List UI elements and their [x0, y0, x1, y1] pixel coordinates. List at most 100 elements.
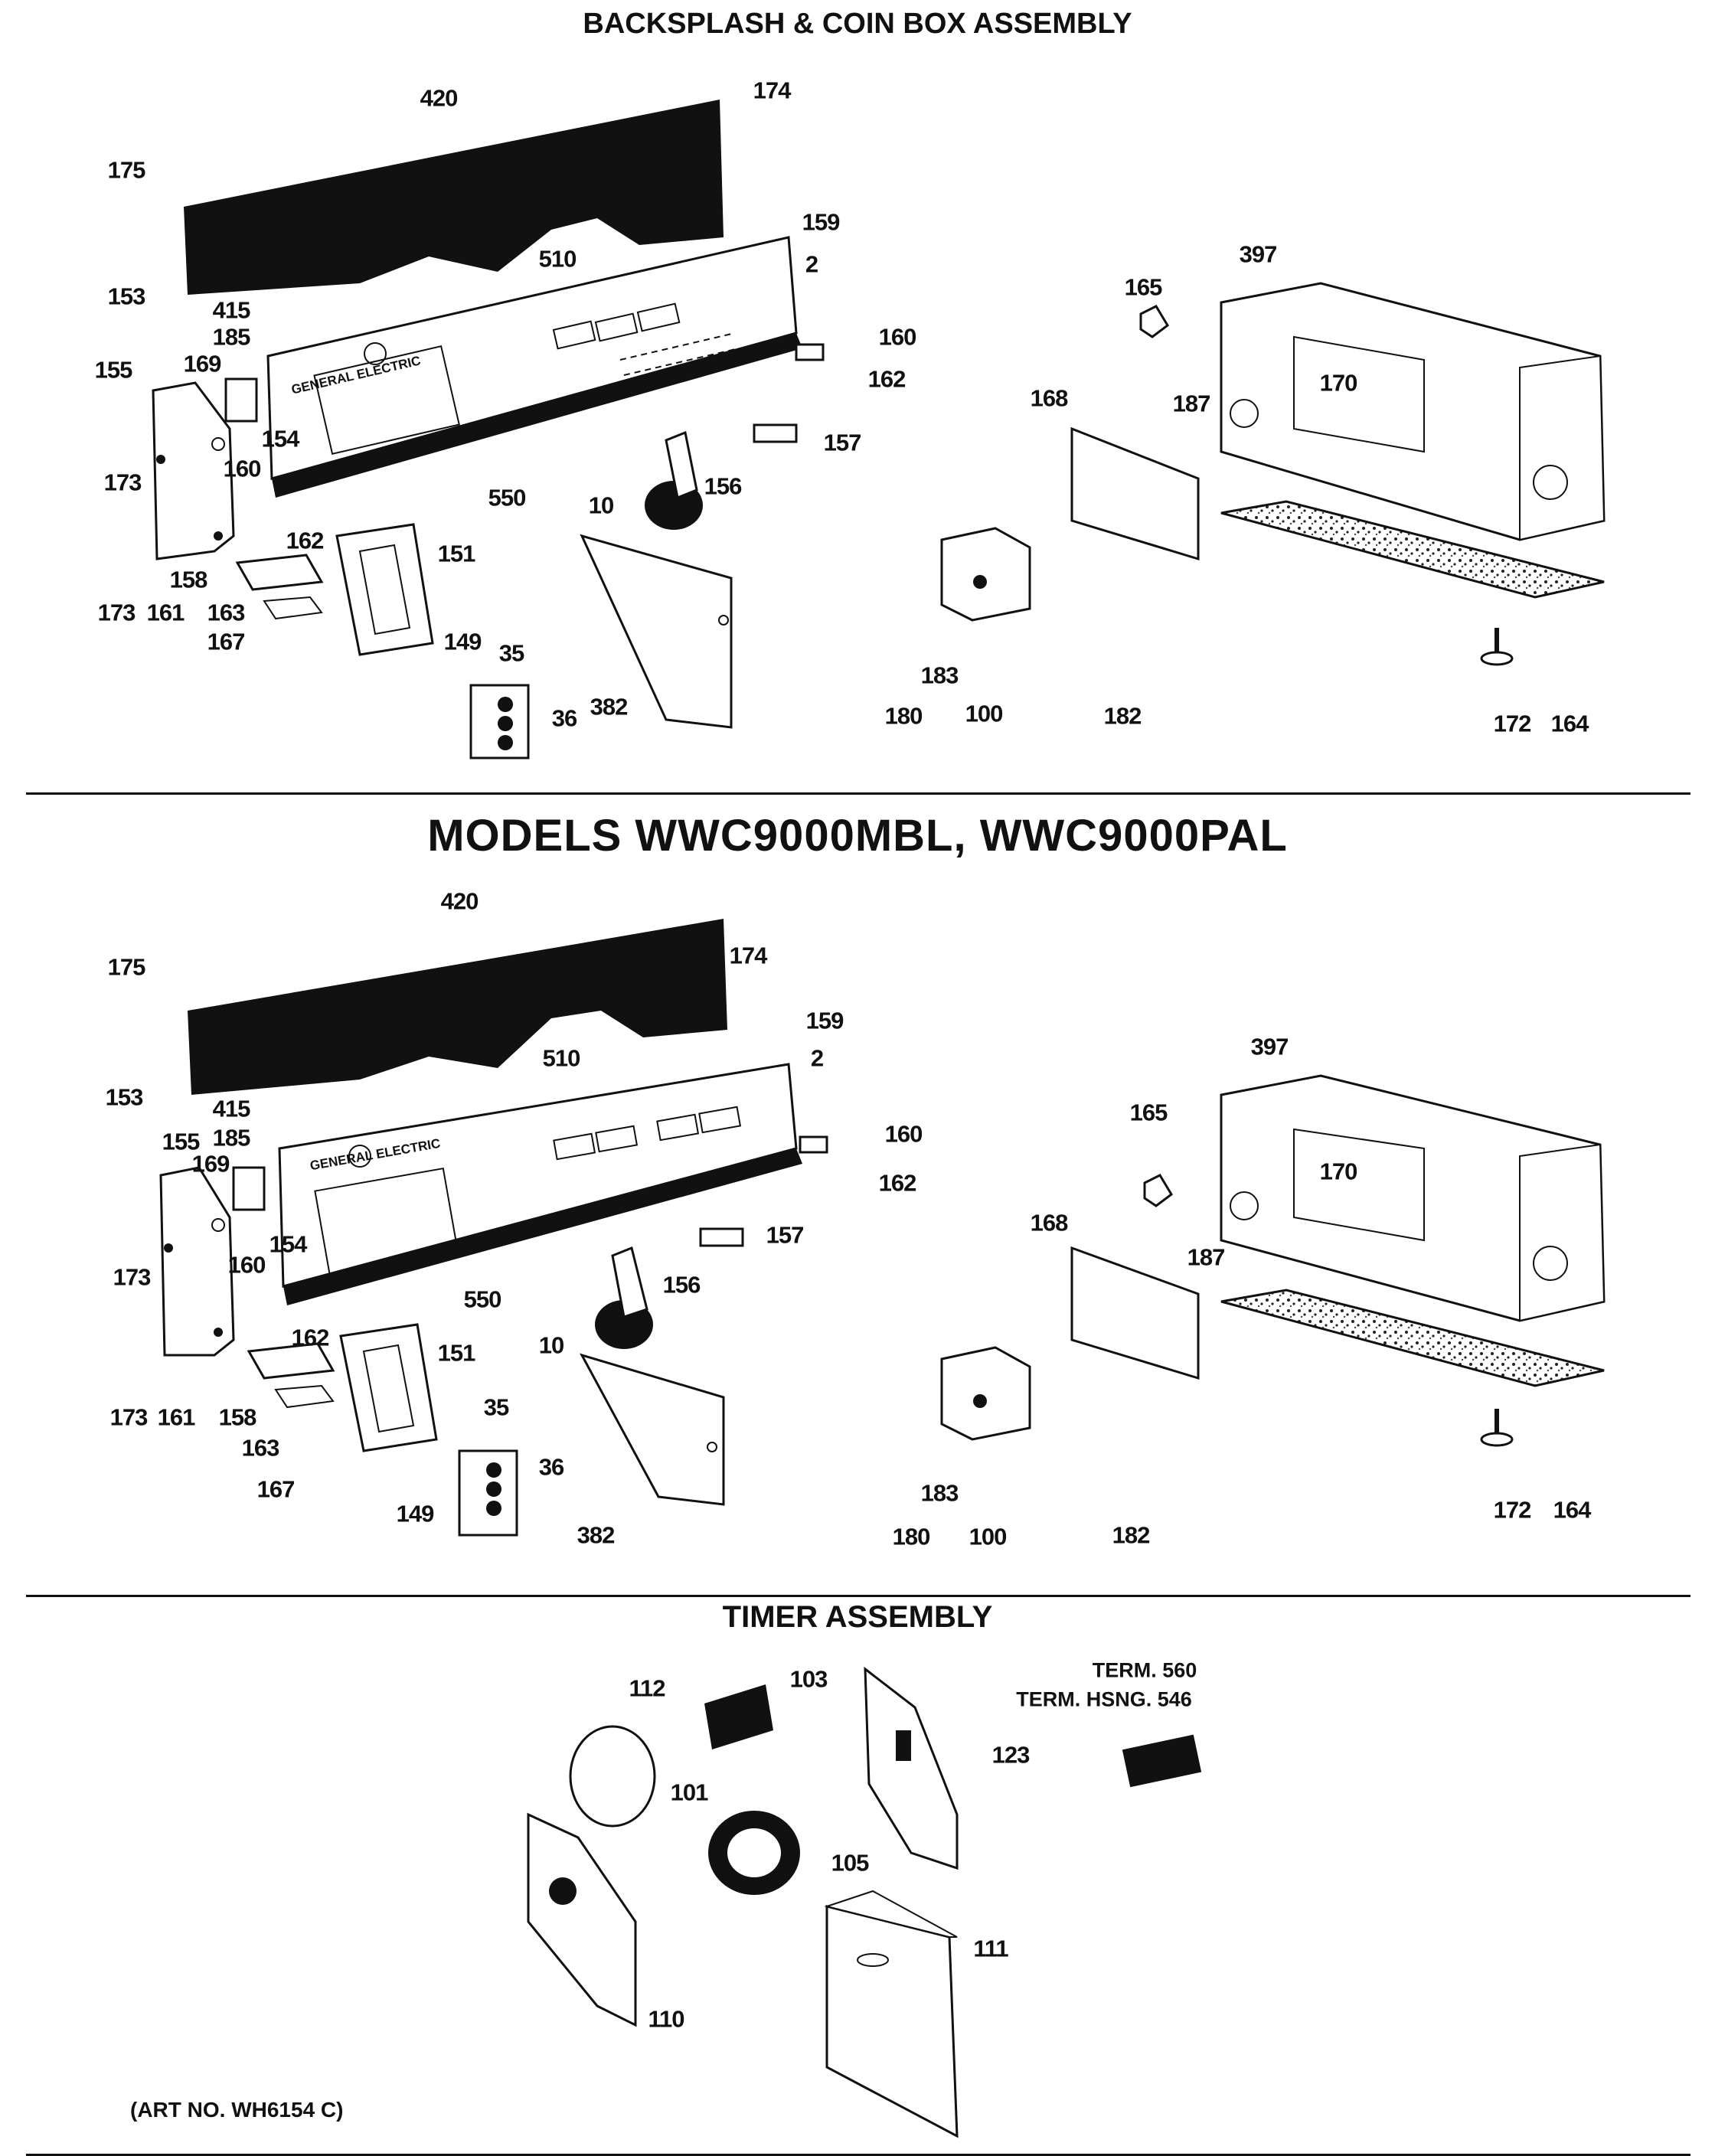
part-label: TERM. HSNG. 546 [1016, 1687, 1192, 1711]
art-number: (ART NO. WH6154 C) [130, 2098, 344, 2122]
part-label: 168 [1030, 384, 1069, 412]
knob-160 [795, 343, 825, 361]
part-label: 415 [212, 1095, 251, 1122]
cover-111 [824, 1890, 959, 2138]
motor-101 [569, 1725, 656, 1828]
part-label: 173 [109, 1403, 149, 1431]
part-label: 187 [1187, 1243, 1226, 1271]
part-label: 164 [1550, 710, 1589, 737]
part-label: 153 [107, 283, 146, 310]
part-label: 187 [1172, 390, 1211, 417]
part-label: 169 [183, 350, 222, 377]
foot-172 [1480, 1409, 1514, 1447]
part-label: 36 [538, 1453, 564, 1481]
part-label: 168 [1030, 1209, 1069, 1236]
coin-tray-164 [1220, 1289, 1605, 1387]
part-label: 170 [1319, 369, 1358, 397]
part-label: 550 [488, 484, 527, 511]
cam-165 [1139, 305, 1169, 338]
part-label: 164 [1553, 1496, 1592, 1524]
part-label: 35 [483, 1393, 509, 1421]
mounting-plate-182 [1070, 426, 1200, 561]
part-label: 180 [884, 702, 923, 730]
bracket-158 [235, 554, 324, 591]
part-label: 165 [1129, 1099, 1168, 1126]
switch-157 [699, 1227, 744, 1247]
part-label: 157 [823, 429, 862, 456]
part-label: 110 [648, 2005, 684, 2033]
part-label: 149 [396, 1500, 435, 1527]
part-label: 397 [1239, 240, 1278, 268]
part-label: 175 [107, 156, 146, 184]
knob-160 [799, 1135, 828, 1154]
part-label: 157 [766, 1221, 805, 1249]
part-label: 167 [256, 1475, 296, 1503]
meter-10 [645, 430, 703, 530]
coin-box-397 [1220, 1074, 1606, 1322]
part-label: 160 [878, 323, 917, 351]
switch-157 [753, 423, 798, 443]
plate-110 [527, 1812, 637, 2027]
plate-163 [263, 596, 323, 620]
bracket-154 [232, 1166, 266, 1211]
part-label: 382 [577, 1521, 616, 1549]
part-label: 156 [704, 472, 743, 500]
part-label: 397 [1250, 1033, 1289, 1060]
side-bracket-155 [159, 1166, 235, 1357]
part-label: 123 [991, 1741, 1031, 1769]
part-label: 382 [590, 693, 629, 720]
part-label: 158 [218, 1403, 257, 1431]
bracket-154 [224, 377, 258, 423]
mounting-plate-182 [1070, 1246, 1200, 1380]
part-label: 163 [241, 1434, 280, 1462]
part-label: 100 [969, 1523, 1008, 1550]
part-label: 173 [103, 469, 142, 496]
part-label: 2 [805, 250, 818, 278]
part-label: 10 [588, 492, 614, 519]
part-label: 161 [157, 1403, 196, 1431]
escutcheon-151 [335, 523, 434, 656]
part-label: 158 [169, 566, 208, 593]
part-label: 160 [223, 455, 262, 482]
part-label: 174 [753, 77, 792, 104]
side-bracket-155 [152, 381, 235, 560]
part-label: 174 [729, 942, 768, 969]
cam-stack-105 [708, 1811, 800, 1895]
section-title-timer: TIMER ASSEMBLY [722, 1600, 993, 1634]
part-label: 149 [443, 628, 482, 655]
section-divider [26, 792, 1690, 795]
lock-assembly-35 [458, 1449, 518, 1537]
part-label: 173 [97, 599, 136, 626]
part-label: 105 [831, 1849, 870, 1877]
terminal-housing-546 [1122, 1734, 1202, 1788]
part-label: 2 [810, 1044, 824, 1072]
part-label: 154 [269, 1230, 308, 1258]
part-label: 180 [892, 1523, 931, 1550]
lock-assembly-35 [469, 684, 530, 760]
part-label: 172 [1493, 1496, 1532, 1524]
part-label: 415 [212, 296, 251, 324]
frame-123 [864, 1666, 959, 1870]
part-label: 185 [212, 1124, 251, 1152]
switch-block-103 [704, 1684, 773, 1749]
part-label: 36 [551, 704, 577, 732]
part-label: 182 [1103, 702, 1142, 730]
control-panel-2 [278, 1063, 802, 1305]
timer-100 [940, 1346, 1031, 1441]
part-label: 162 [286, 527, 325, 554]
part-label: 100 [965, 700, 1004, 727]
part-label: 159 [805, 1007, 844, 1034]
timer-100 [940, 527, 1031, 622]
part-label: 10 [538, 1331, 564, 1359]
section-title-models: MODELS WWC9000MBL, WWC9000PAL [427, 811, 1288, 861]
part-label: 170 [1319, 1158, 1358, 1185]
bracket-158 [247, 1342, 335, 1380]
coin-box-397 [1220, 282, 1606, 541]
part-label: 156 [662, 1271, 701, 1298]
part-label: 183 [920, 1479, 959, 1507]
part-label: 101 [670, 1779, 709, 1806]
part-label: 162 [878, 1169, 917, 1197]
coin-tray-164 [1220, 500, 1605, 599]
escutcheon-151 [339, 1323, 438, 1452]
part-label: TERM. 560 [1092, 1658, 1197, 1682]
